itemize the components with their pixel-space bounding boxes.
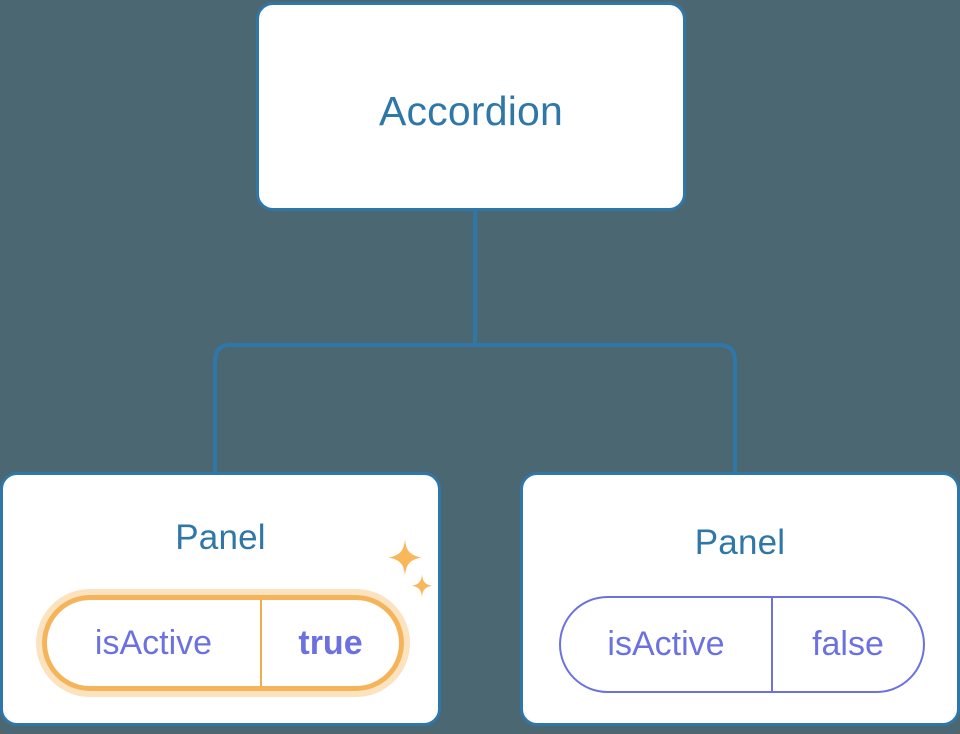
node-accordion-title: Accordion [378, 88, 564, 134]
node-panel-inactive[interactable]: Panel isActive false [520, 472, 960, 726]
node-panel-active[interactable]: Panel isActive true [0, 472, 441, 726]
node-panel-active-title: Panel [175, 518, 266, 557]
node-accordion[interactable]: Accordion [256, 2, 686, 211]
prop-value-label: false [771, 598, 923, 691]
prop-pill-is-active-true[interactable]: isActive true [36, 589, 410, 697]
connector-branch-left [213, 343, 475, 474]
connector-branch-right [475, 343, 737, 474]
prop-pill-is-active-false[interactable]: isActive false [559, 596, 925, 693]
prop-key-label: isActive [94, 623, 213, 662]
prop-value-label: true [260, 600, 399, 686]
prop-pill-inner: isActive true [42, 595, 404, 691]
prop-key-label: isActive [607, 625, 725, 663]
node-panel-inactive-title: Panel [694, 523, 786, 562]
